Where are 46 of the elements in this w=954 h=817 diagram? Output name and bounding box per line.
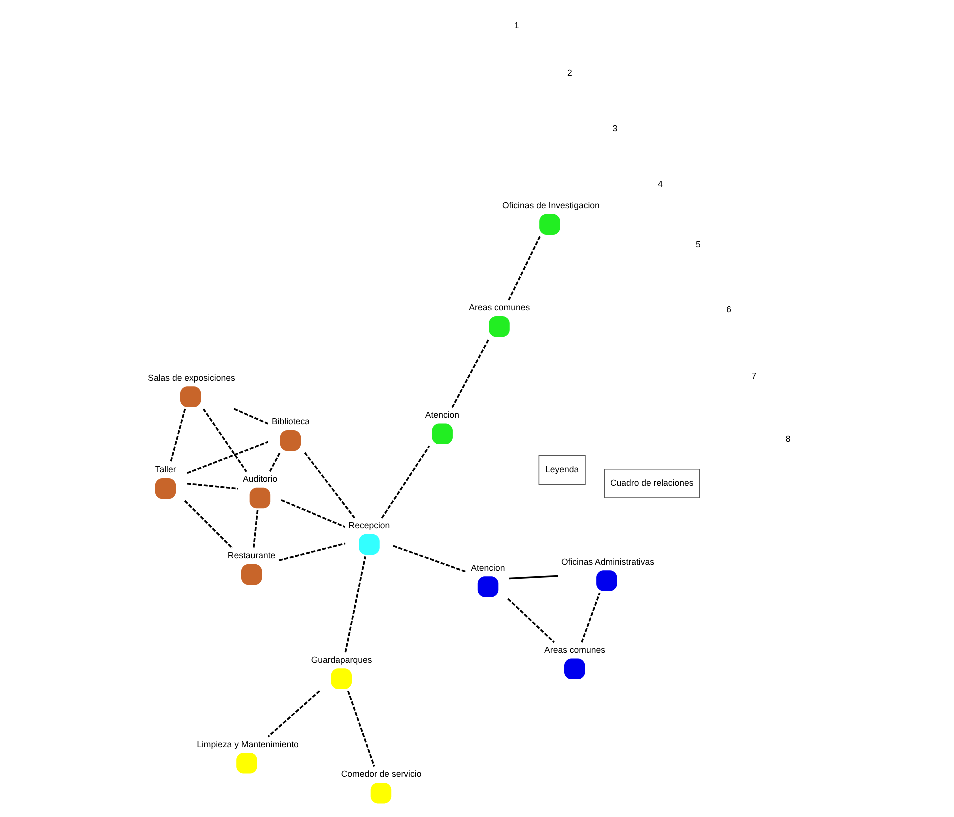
connector [268,690,320,738]
connector [234,408,269,425]
connector [187,441,269,474]
label: Cuadro de relaciones [610,478,694,488]
connector [344,556,366,653]
connector [508,236,541,301]
connector [381,446,430,519]
connector [452,338,490,408]
connector [170,408,186,463]
connector [184,500,234,549]
node-label: Taller [155,464,176,475]
label: 8 [786,434,791,444]
node-label: Salas de exposiciones [148,372,236,383]
connector [269,452,281,472]
node-label: Comedor de servicio [341,769,422,780]
node-label: Oficinas Administrativas [561,556,654,567]
node-label: Restaurante [228,550,276,561]
connector [393,545,466,573]
label: 6 [726,304,732,314]
label: 2 [568,68,572,78]
node-label: Oficinas de Investigacion [502,200,600,211]
connector [202,408,248,472]
connector [278,542,346,562]
node-label: Areas comunes [469,302,530,313]
node-label: Areas comunes [544,645,606,656]
label: 5 [696,240,701,250]
connector [252,510,259,548]
node-label: Limpieza y Mantenimiento [197,739,299,750]
connector [348,690,376,767]
label: 3 [612,124,618,134]
connector [508,598,555,644]
label: 4 [658,178,663,189]
label: 7 [752,371,757,382]
connector [187,482,238,490]
node-label: Auditorio [243,474,278,484]
connector [509,575,558,580]
label: Leyenda [546,464,580,475]
connector [581,592,601,643]
node-label: Atencion [471,562,506,573]
node-label: Atencion [425,410,460,420]
node-label: Guardaparques [311,654,372,665]
node-label: Recepcion [348,520,390,531]
label: 1 [514,20,520,30]
node-label: Biblioteca [272,416,310,427]
connector [304,452,356,519]
connector [281,499,346,528]
